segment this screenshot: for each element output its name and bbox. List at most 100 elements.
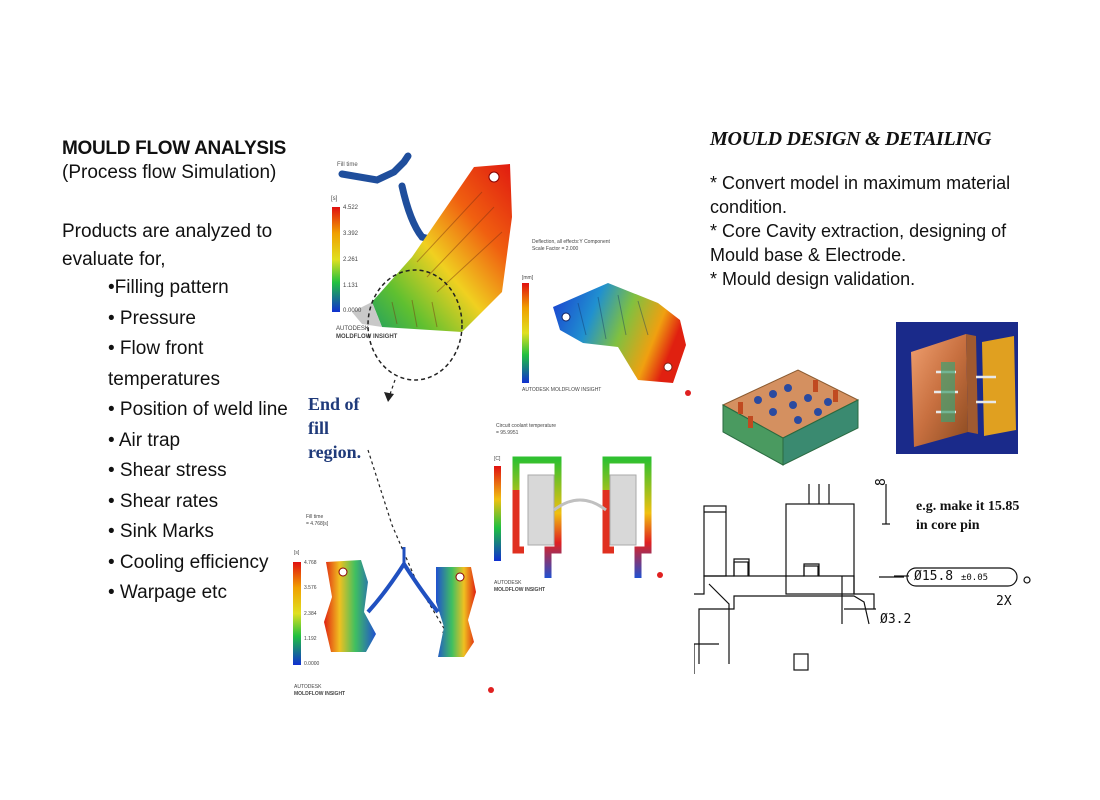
right-panel-line: condition. [710,197,788,217]
diameter-dimension: Ø15.8 ±0.05 [914,569,988,584]
left-panel-subtitle: (Process flow Simulation) [62,162,277,183]
technical-drawing: 8 Ø15.8 ±0.05 2X Ø3.2 [693,478,1034,679]
fill-time-2-unit: [s] [294,550,300,556]
brand-label: AUTODESK MOLDFLOW INSIGHT [522,387,602,393]
coolant-channel [512,490,524,554]
fill-time-plot-2 [293,547,494,693]
scale-tick-label: 0.0000 [343,308,362,314]
axis-triad-icon [488,687,494,693]
list-item: • Sink Marks [108,521,214,542]
mould-assembly-render [721,369,860,466]
right-panel-line: Mould base & Electrode. [710,245,907,265]
brand-label: MOLDFLOW INSIGHT [294,691,346,697]
mould-exploded-render [911,334,1016,447]
scale-tick-label: 0.0000 [304,661,320,667]
drawing-cylinder [703,505,727,577]
left-panel-title: MOULD FLOW ANALYSIS [62,138,287,159]
part-left [324,560,376,652]
scale-tick-label: 3.392 [343,231,359,237]
mould-half-left [911,334,968,447]
deflected-part [553,283,686,383]
coolant-unit: [C] [494,456,501,462]
runner-path [398,182,444,246]
list-item: temperatures [108,368,220,390]
end-of-fill-line: fill [308,418,329,438]
list-item: • Pressure [108,307,196,329]
drawing-note-line: in core pin [916,518,980,533]
axis-triad-icon [685,390,691,396]
scale-tick-label: 4.522 [343,205,359,211]
coolant-channel [512,456,562,578]
mould-insert [609,474,637,546]
fill-time-unit: [s] [331,196,338,202]
mounting-hole [561,312,571,322]
drawing-note-line: e.g. make it 15.85 [916,499,1020,514]
color-scale-bar [293,562,301,665]
scale-tick-label: 1.192 [304,636,317,642]
dashed-ellipse [367,269,463,381]
coolant-channel [602,456,652,578]
unfilled-region [352,302,382,327]
small-diameter-dimension: Ø3.2 [880,612,912,627]
fill-time-2-title: Fill time [306,514,324,520]
right-panel-title: MOULD DESIGN & DETAILING [710,128,992,150]
mould-insert [527,474,555,546]
diameter-value: Ø15.8 [914,569,954,584]
color-scale-bar [494,466,501,561]
mould-half-right [982,336,1016,436]
fill-time-2-value: = 4.768[s] [306,521,329,527]
list-item: • Position of weld line [108,399,288,420]
brand-label: MOLDFLOW INSIGHT [494,587,546,593]
right-panel-line: * Convert model in maximum material [710,173,1011,193]
tolerance-value: ±0.05 [960,573,989,583]
mounting-hole [455,572,465,582]
brand-label: AUTODESK [494,580,522,586]
list-item: • Cooling efficiency [108,551,269,573]
dimension-callout-box [906,567,1018,587]
part-right [436,567,476,657]
drawing-block [785,503,855,595]
mould-plate-side [782,399,859,466]
deflection-simulation: Deflection, all effects:Y Component Scal… [508,235,703,415]
color-scale-bar [522,283,529,383]
end-of-fill-line: End of [308,394,360,414]
axis-triad-icon [657,572,663,578]
scale-tick-label: 2.261 [343,257,359,263]
scale-tick-label: 1.131 [343,283,359,289]
brand-label: AUTODESK [294,684,322,690]
coolant-value: = 95.9951 [496,430,519,436]
drawing-note: e.g. make it 15.85 in core pin [916,497,1019,535]
scale-tick-label: 4.768 [304,560,317,566]
deflection-unit: [mm] [522,275,534,281]
coolant-title: Circuit coolant temperature [496,423,557,429]
coolant-simulation: Circuit coolant temperature = 95.9951 [C… [488,420,668,600]
runner-path [338,152,412,184]
right-panel-line: * Core Cavity extraction, designing of [710,221,1007,241]
arrow-head-up-icon [384,392,394,402]
right-panel-body: * Convert model in maximum material cond… [710,171,1010,291]
mounting-hole [488,171,500,183]
color-scale-bar [332,207,340,312]
end-of-fill-line: region. [308,442,362,462]
scale-tick-label: 3.576 [304,585,317,591]
deflection-plot [522,283,691,396]
deflection-scale-factor: Scale Factor = 2.000 [532,246,579,252]
runner-path [366,560,440,614]
right-panel-line: * Mould design validation. [710,269,916,289]
mould-assembly-image [713,350,863,470]
fill-time-simulation-2: Fill time = 4.768[s] [s] 4.768 3.576 2.3… [286,512,506,707]
runner-path [553,498,607,512]
scale-tick-label: 2.384 [304,611,317,617]
part-body [372,164,512,332]
mounting-hole [663,362,673,372]
left-panel-intro-line1: Products are analyzed to [62,221,273,242]
height-dimension: 8 [874,478,889,486]
end-of-fill-label: End of fill region. [308,392,361,464]
mounting-hole [338,567,348,577]
brand-label: AUTODESK [336,326,369,332]
left-panel-intro-line2: evaluate for, [62,249,166,270]
coolant-plot [494,456,663,578]
mould-exploded-image [896,322,1018,454]
brand-label: MOLDFLOW INSIGHT [336,334,398,340]
svg-text:Fill time: Fill time [337,162,358,168]
